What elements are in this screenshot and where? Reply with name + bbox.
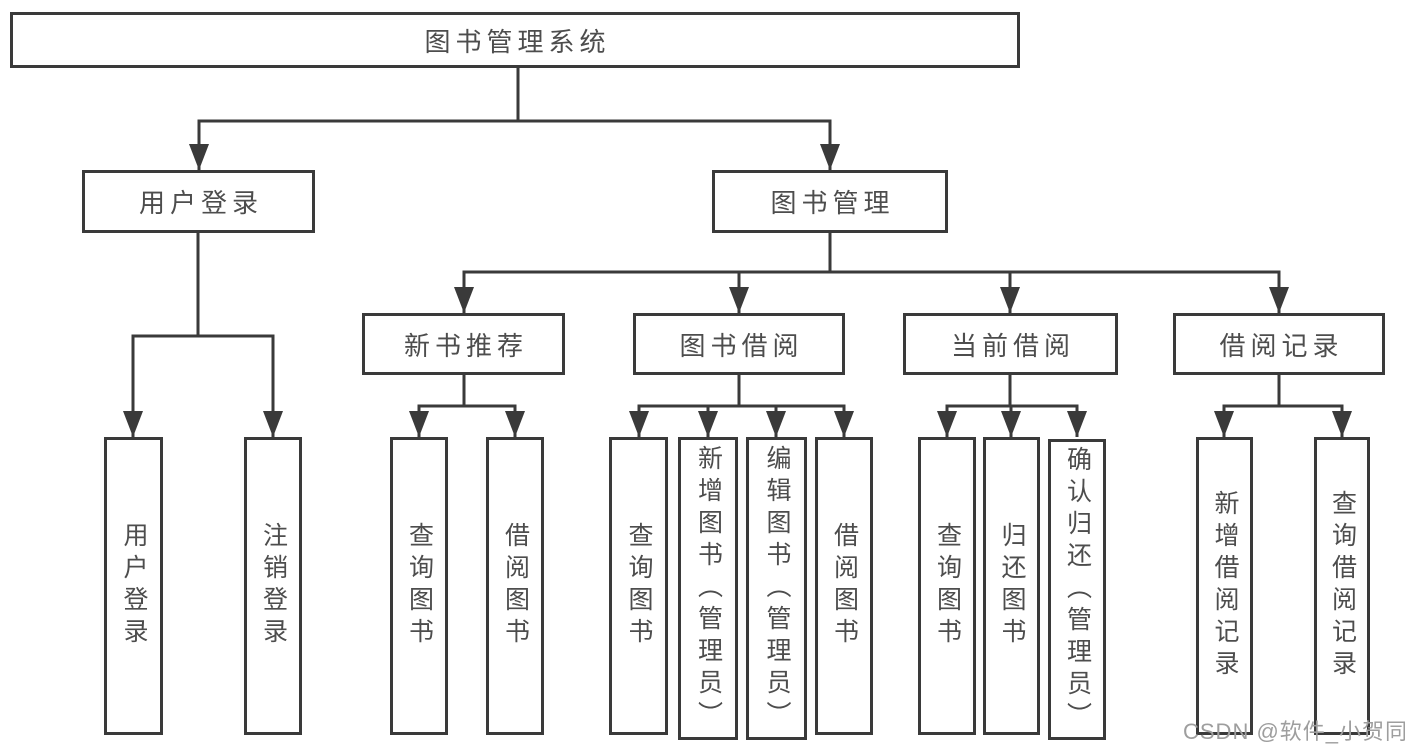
connector-user-login-rail [131,334,275,437]
arrow-icon [263,411,283,437]
leaf-current-confirm-return-admin: 确认归还（管理员） [1048,439,1106,740]
leaf-borrowing-query-books: 查询图书 [609,437,668,735]
arrow-icon [409,411,429,437]
node-label: 用户登录 [138,188,263,218]
node-label: 新增借阅记录 [1211,490,1239,682]
leaf-borrowing-borrow-books: 借阅图书 [815,437,873,735]
arrow-icon [1269,287,1289,313]
node-book-management-system: 图书管理系统 [10,12,1020,68]
connector-recommend-rail [417,404,517,437]
arrow-icon [505,411,525,437]
arrow-icon [1332,411,1352,437]
node-user-login: 用户登录 [82,170,315,233]
node-book-borrowing: 图书借阅 [633,313,845,375]
node-label: 查询图书 [933,522,962,650]
node-label: 查询图书 [625,522,653,650]
leaf-current-query-books: 查询图书 [918,437,976,735]
arrow-icon [123,411,143,437]
connector-borrowing-rail [637,404,846,437]
arrow-icon [1001,411,1021,437]
arrow-icon [454,287,474,313]
node-current-borrowing: 当前借阅 [903,313,1118,375]
arrow-icon [1000,287,1020,313]
node-label: 图书管理系统 [424,26,611,57]
connector-level3-rail [462,270,1281,313]
connector-records-rail [1222,404,1344,437]
arrow-icon [629,411,649,437]
node-label: 借阅记录 [1219,330,1344,361]
arrow-icon [1067,411,1087,437]
node-label: 借阅图书 [501,522,530,650]
leaf-borrowing-add-books-admin: 新增图书（管理员） [678,437,738,740]
leaf-recommend-borrow-books: 借阅图书 [486,437,544,735]
node-label: 借阅图书 [830,522,859,650]
arrow-icon [729,287,749,313]
node-label: 图书借阅 [679,330,804,361]
arrow-icon [1214,411,1234,437]
node-label: 用户登录 [120,522,148,650]
arrow-icon [766,411,786,437]
node-label: 新书推荐 [403,330,528,361]
node-new-book-recommend: 新书推荐 [362,313,565,375]
leaf-records-query-record: 查询借阅记录 [1314,437,1370,735]
leaf-borrowing-edit-books-admin: 编辑图书（管理员） [746,437,807,740]
arrow-icon [820,144,840,170]
connector-level2-rail [197,119,832,170]
leaf-current-return-books: 归还图书 [983,437,1040,735]
leaf-user-login: 用户登录 [104,437,163,735]
node-borrowing-records: 借阅记录 [1173,313,1385,375]
node-label: 确认归还（管理员） [1063,445,1092,734]
node-label: 新增图书（管理员） [694,444,723,733]
node-label: 注销登录 [259,522,288,650]
arrow-icon [937,411,957,437]
node-label: 编辑图书（管理员） [763,444,791,733]
node-label: 查询图书 [405,522,434,650]
node-label: 图书管理 [770,188,895,218]
node-label: 归还图书 [998,522,1026,650]
node-book-management: 图书管理 [712,170,948,233]
arrow-icon [698,411,718,437]
leaf-records-add-record: 新增借阅记录 [1196,437,1253,735]
arrow-icon [834,411,854,437]
node-label: 当前借阅 [950,330,1075,361]
csdn-watermark: CSDN @软件_小贺同学 [1183,719,1405,744]
node-label: 查询借阅记录 [1328,490,1357,682]
leaf-recommend-query-books: 查询图书 [390,437,448,735]
arrow-icon [189,144,209,170]
leaf-logout: 注销登录 [244,437,302,735]
